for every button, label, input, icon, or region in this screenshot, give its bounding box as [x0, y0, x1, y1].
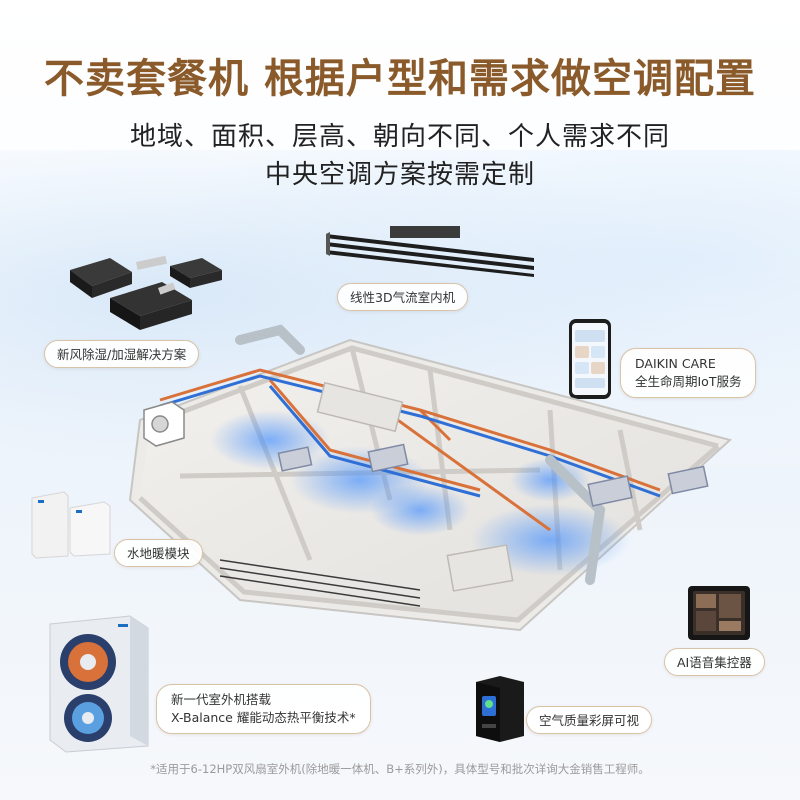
outdoor-condenser	[143, 401, 185, 447]
fresh-air-units-image	[70, 255, 222, 330]
subheadline-line-1: 地域、面积、层高、朝向不同、个人需求不同	[129, 122, 670, 152]
callout-linear-indoor: 线性3D气流室内机	[337, 283, 469, 311]
callout-ai-controller: AI语音集控器	[664, 648, 765, 676]
callout-fresh-air: 新风除湿/加湿解决方案	[44, 340, 200, 368]
outdoor-unit-image	[49, 615, 149, 753]
ducts	[235, 324, 606, 585]
indoor-units	[277, 443, 709, 507]
callout-linear-indoor-label: 线性3D气流室内机	[350, 290, 456, 305]
callout-outdoor-unit: 新一代室外机搭载 X-Balance 耀能动态热平衡技术*	[156, 684, 371, 734]
subheadline-line-2: 中央空调方案按需定制	[264, 160, 535, 190]
ai-controller-image	[688, 586, 750, 640]
headline: 不卖套餐机 根据户型和需求做空调配置	[44, 56, 756, 102]
daikin-care-phone-image	[569, 319, 611, 399]
air-quality-monitor-image	[476, 676, 524, 742]
callout-outdoor-line-2: X-Balance 耀能动态热平衡技术*	[171, 710, 356, 725]
callout-outdoor-line-1: 新一代室外机搭载	[171, 692, 272, 707]
floor-heating-module-image	[31, 491, 111, 559]
cool-pipes	[159, 374, 661, 498]
callout-daikin-care: DAIKIN CARE 全生命周期IoT服务	[620, 348, 757, 398]
floorplan-illustration	[128, 324, 733, 632]
callout-fresh-air-label: 新风除湿/加湿解决方案	[57, 347, 187, 362]
callout-air-quality: 空气质量彩屏可视	[526, 706, 653, 734]
footnote: *适用于6-12HP双风扇室外机(除地暖一体机、B+系列外)，具体型号和批次详询…	[150, 762, 650, 776]
callout-air-quality-label: 空气质量彩屏可视	[539, 713, 640, 728]
warm-pipes	[159, 368, 661, 532]
callout-floor-heating-label: 水地暖模块	[127, 546, 190, 561]
callout-ai-controller-label: AI语音集控器	[677, 655, 752, 670]
callout-daikin-care-line-2: 全生命周期IoT服务	[635, 374, 742, 389]
callout-daikin-care-line-1: DAIKIN CARE	[635, 356, 716, 371]
linear-indoor-unit-image	[326, 226, 534, 277]
callout-floor-heating: 水地暖模块	[114, 539, 203, 567]
